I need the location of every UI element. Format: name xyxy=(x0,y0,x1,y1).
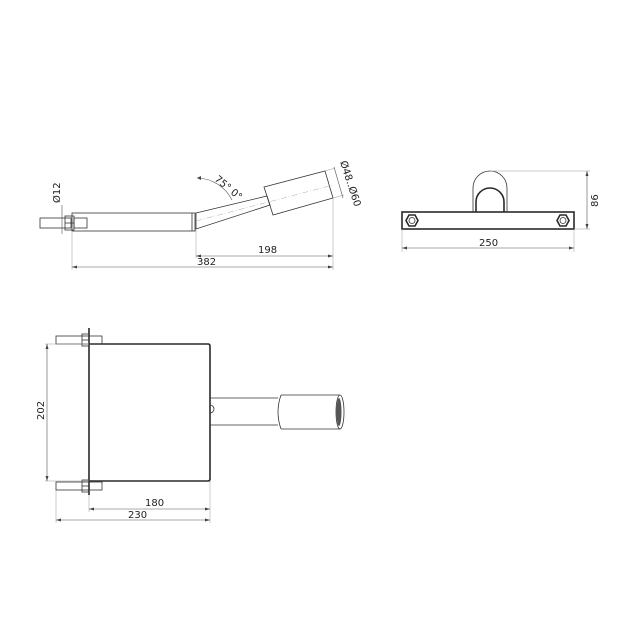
mounting-bar xyxy=(401,211,575,230)
bolt-bottom xyxy=(55,481,103,491)
arrow-head xyxy=(328,265,333,269)
dim-line xyxy=(333,166,344,199)
angle-label: 75° 0° xyxy=(212,174,244,203)
arrow-head xyxy=(197,176,201,180)
arrow-head xyxy=(45,344,49,349)
overall-depth-label: 230 xyxy=(128,510,147,521)
arrow-head xyxy=(89,507,94,511)
socket-cylinder xyxy=(263,170,334,216)
plate-depth-label: 180 xyxy=(145,498,164,509)
arrow-head xyxy=(569,246,574,250)
arrow-head xyxy=(196,254,201,258)
bent-length-label: 198 xyxy=(258,245,277,256)
straight-tube xyxy=(71,212,196,232)
bracket-box xyxy=(89,343,211,482)
arrow-head xyxy=(585,171,589,176)
width-label: 250 xyxy=(479,238,498,249)
arrow-head xyxy=(402,246,407,250)
hex-nut-left xyxy=(405,214,419,227)
tube-weld xyxy=(209,404,215,414)
bolt-hole xyxy=(408,217,416,224)
hex-nut-right xyxy=(556,214,570,227)
socket-body xyxy=(277,394,340,430)
socket-outer xyxy=(472,170,508,212)
bent-tube xyxy=(195,195,271,230)
height-label: 86 xyxy=(590,194,601,207)
total-length-label: 382 xyxy=(197,257,216,268)
bolt-hole xyxy=(559,217,567,224)
arrow-head xyxy=(45,476,49,481)
arrow-head xyxy=(205,518,210,522)
arrow-head xyxy=(328,254,333,258)
socket-opening xyxy=(335,394,345,430)
top-view: 202 180 230 xyxy=(36,328,345,523)
side-view: 75° 0° Ø12 Ø48..Ø60 198 382 xyxy=(39,159,363,270)
arrow-head xyxy=(205,507,210,511)
socket-diameter-label: Ø48..Ø60 xyxy=(337,159,363,208)
angle-arc xyxy=(196,177,233,201)
arrow-head xyxy=(585,224,589,229)
arrow-head xyxy=(56,518,61,522)
ext-line xyxy=(324,167,336,172)
rod-diameter-label: Ø12 xyxy=(51,182,63,203)
socket-inner xyxy=(475,187,505,212)
socket-inner-shadow xyxy=(336,398,342,426)
bolt-top xyxy=(55,335,103,345)
stud-end xyxy=(73,217,88,229)
center-line xyxy=(195,184,334,222)
plate-height-label: 202 xyxy=(36,401,47,420)
front-view: 86 250 xyxy=(401,170,601,252)
arrow-head xyxy=(72,265,77,269)
